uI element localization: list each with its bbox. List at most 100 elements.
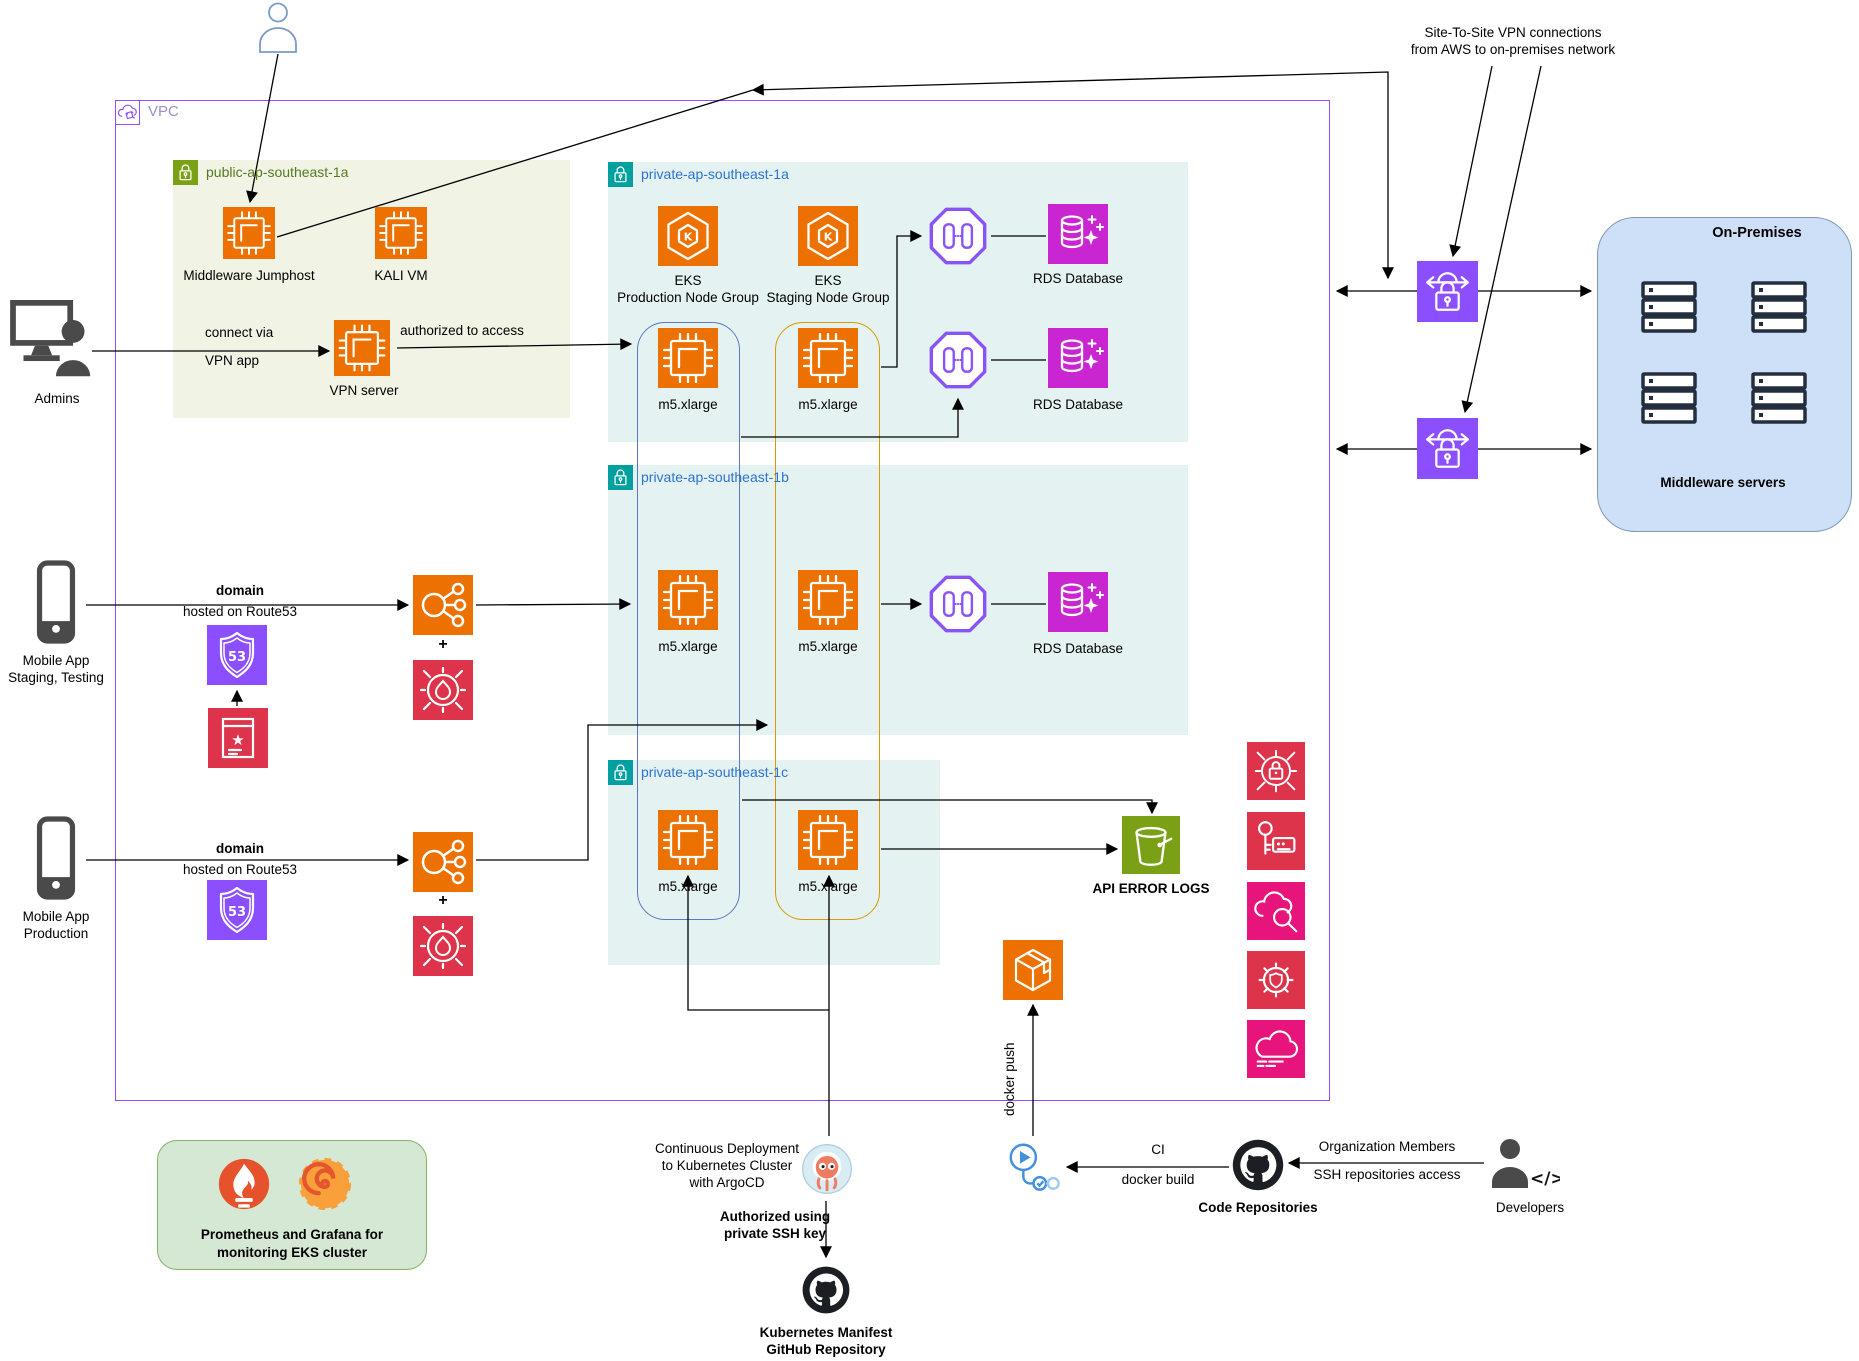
server-rack-icon bbox=[1638, 367, 1700, 429]
mobile-phone-icon bbox=[30, 556, 82, 648]
hosted-route53-label: hosted on Route53 bbox=[182, 862, 298, 877]
subnet-lock-icon bbox=[608, 162, 633, 187]
middleware-servers-label: Middleware servers bbox=[1660, 475, 1786, 490]
ec2-m5-icon bbox=[798, 328, 858, 388]
subnet-lock-icon bbox=[608, 465, 633, 490]
mobile-staging-env-label: Staging, Testing bbox=[8, 670, 104, 685]
site-to-site-label-2: from AWS to on-premises network bbox=[1410, 42, 1616, 57]
developers-label: Developers bbox=[1495, 1200, 1565, 1215]
authorized-to-access-label: authorized to access bbox=[400, 323, 524, 338]
k8s-manifest-label-1: Kubernetes Manifest bbox=[759, 1325, 893, 1340]
monitoring-label-2: monitoring EKS cluster bbox=[216, 1245, 368, 1260]
domain-label: domain bbox=[215, 583, 265, 598]
vpn-gateway-icon bbox=[1417, 418, 1478, 479]
cd-label-2: to Kubernetes Cluster bbox=[661, 1158, 793, 1173]
eks-production-label: EKS bbox=[674, 273, 702, 288]
docker-build-label: docker build bbox=[1121, 1172, 1195, 1187]
rds-proxy-icon bbox=[926, 328, 990, 392]
rds-database-label: RDS Database bbox=[1032, 641, 1124, 656]
ec2-m5-icon bbox=[798, 810, 858, 870]
on-premises-group bbox=[1597, 217, 1852, 532]
load-balancer-icon bbox=[413, 575, 473, 635]
org-members-label: Organization Members bbox=[1318, 1139, 1456, 1154]
vpn-server-icon bbox=[334, 320, 390, 376]
eks-staging-label: EKS bbox=[814, 273, 842, 288]
cd-label-1: Continuous Deployment bbox=[654, 1141, 800, 1156]
cloud-search-icon bbox=[1247, 882, 1305, 940]
vpc-label: VPC bbox=[148, 103, 179, 120]
ec2-m5-icon bbox=[658, 810, 718, 870]
argocd-icon bbox=[800, 1138, 854, 1200]
rds-database-label: RDS Database bbox=[1032, 397, 1124, 412]
admins-label: Admins bbox=[34, 391, 80, 406]
ec2-m5-icon bbox=[798, 570, 858, 630]
hosted-route53-label: hosted on Route53 bbox=[182, 604, 298, 619]
plus-label: + bbox=[438, 636, 448, 653]
key-card-icon bbox=[1247, 812, 1305, 870]
route53-icon bbox=[207, 880, 267, 940]
eks-production-icon bbox=[658, 206, 718, 266]
subnet-lock-icon bbox=[608, 760, 633, 785]
github-icon bbox=[1230, 1136, 1286, 1194]
monitoring-group bbox=[157, 1140, 427, 1270]
monitoring-label-1: Prometheus and Grafana for bbox=[200, 1227, 384, 1242]
private-subnet-1b-label: private-ap-southeast-1b bbox=[641, 469, 789, 485]
waf-icon bbox=[413, 660, 473, 720]
vpc-cloud-icon bbox=[115, 100, 140, 125]
developer-icon bbox=[1488, 1134, 1560, 1194]
kali-vm-icon bbox=[375, 207, 427, 259]
s3-bucket-icon bbox=[1122, 816, 1180, 874]
github-icon bbox=[800, 1262, 852, 1318]
server-rack-icon bbox=[1748, 276, 1810, 338]
m5-label: m5.xlarge bbox=[658, 397, 718, 412]
m5-label: m5.xlarge bbox=[658, 639, 718, 654]
prometheus-icon bbox=[215, 1155, 273, 1213]
rds-proxy-icon bbox=[926, 572, 990, 636]
subnet-lock-icon bbox=[173, 160, 198, 185]
github-actions-icon bbox=[1004, 1138, 1062, 1196]
security-hub-icon bbox=[1247, 951, 1305, 1009]
load-balancer-icon bbox=[413, 832, 473, 892]
k8s-manifest-label-2: GitHub Repository bbox=[766, 1342, 886, 1357]
api-error-logs-label: API ERROR LOGS bbox=[1092, 881, 1210, 896]
certificate-icon bbox=[208, 708, 268, 768]
domain-label: domain bbox=[215, 841, 265, 856]
mobile-production-label: Mobile App bbox=[22, 909, 90, 924]
rds-database-icon bbox=[1048, 204, 1108, 264]
cloud-icon bbox=[1247, 1020, 1305, 1078]
connect-via-label: connect via bbox=[205, 325, 274, 340]
private-subnet-1a-label: private-ap-southeast-1a bbox=[641, 166, 789, 182]
cd-label-3: with ArgoCD bbox=[689, 1175, 765, 1190]
server-rack-icon bbox=[1638, 276, 1700, 338]
ecr-registry-icon bbox=[1003, 940, 1063, 1000]
middleware-jumphost-label: Middleware Jumphost bbox=[183, 268, 315, 283]
ssh-key-label-1: Authorized using bbox=[719, 1209, 831, 1224]
lock-target-icon bbox=[1247, 742, 1305, 800]
site-to-site-label-1: Site-To-Site VPN connections bbox=[1424, 25, 1602, 40]
m5-label: m5.xlarge bbox=[798, 397, 858, 412]
ci-label: CI bbox=[1151, 1142, 1165, 1157]
plus-label: + bbox=[438, 892, 448, 909]
vpn-server-label: VPN server bbox=[329, 383, 399, 398]
vpn-app-label: VPN app bbox=[205, 353, 260, 368]
rds-database-icon bbox=[1048, 572, 1108, 632]
rds-database-label: RDS Database bbox=[1032, 271, 1124, 286]
server-rack-icon bbox=[1748, 367, 1810, 429]
ec2-m5-icon bbox=[658, 570, 718, 630]
eks-production-group-label: Production Node Group bbox=[617, 290, 759, 305]
code-repositories-label: Code Repositories bbox=[1198, 1200, 1318, 1215]
middleware-jumphost-icon bbox=[223, 207, 275, 259]
mobile-production-env-label: Production bbox=[23, 926, 89, 941]
mobile-phone-icon bbox=[30, 812, 82, 904]
admin-workstation-icon bbox=[10, 300, 98, 382]
eks-staging-icon bbox=[798, 206, 858, 266]
ssh-key-label-2: private SSH key bbox=[723, 1226, 827, 1241]
route53-icon bbox=[207, 625, 267, 685]
m5-label: m5.xlarge bbox=[658, 879, 718, 894]
rds-database-icon bbox=[1048, 328, 1108, 388]
ssh-repo-access-label: SSH repositories access bbox=[1313, 1167, 1461, 1182]
m5-label: m5.xlarge bbox=[798, 879, 858, 894]
waf-icon bbox=[413, 916, 473, 976]
on-premises-title: On-Premises bbox=[1712, 225, 1802, 241]
